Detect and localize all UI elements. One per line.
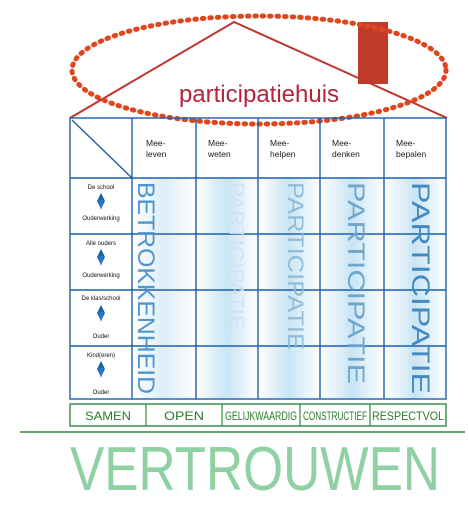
vertical-word-participatie-2: PARTICIPATIE [225, 182, 247, 330]
value-constructief: CONSTRUCTIEF [303, 409, 367, 423]
column-header-4: Mee-denken [332, 138, 360, 159]
value-open: OPEN [164, 409, 204, 423]
column-header-2: Mee-weten [207, 138, 231, 159]
house-title: participatiehuis [179, 81, 339, 108]
column-headers: Mee-leven Mee-weten Mee-helpen Mee-denke… [146, 138, 427, 159]
row-labels: De school Ouderwerking Alle ouders Ouder… [81, 185, 120, 396]
value-samen: SAMEN [85, 409, 131, 423]
value-respectvol: RESPECTVOL [372, 409, 444, 423]
column-header-3: Mee-helpen [270, 138, 296, 159]
values-row: SAMEN OPEN GELIJKWAARDIG CONSTRUCTIEF RE… [69, 403, 447, 427]
row-label-2-top: Alle ouders [86, 241, 116, 247]
roof [69, 20, 448, 119]
column-header-5: Mee-bepalen [396, 138, 427, 159]
arrow-icon [98, 256, 104, 266]
row-label-4-bottom: Ouder [93, 390, 110, 396]
row-label-1-top: De school [88, 185, 115, 191]
vertical-word-participatie-4: PARTICIPATIE [342, 182, 369, 384]
row-label-3-top: De klas/school [81, 296, 120, 302]
column-shading [132, 178, 446, 399]
column-header-1: Mee-leven [146, 138, 167, 159]
arrow-icon [98, 368, 104, 378]
chimney [358, 22, 388, 84]
grid [69, 117, 447, 400]
row-label-2-bottom: Ouderwerking [82, 273, 119, 279]
arrow-icon [98, 200, 104, 210]
row-label-4-top: Kind(eren) [87, 353, 115, 359]
corner-diagonal [71, 119, 133, 179]
vertical-words: BETROKKENHEID PARTICIPATIE PARTICIPATIE … [132, 182, 434, 394]
row-label-3-bottom: Ouder [93, 334, 110, 340]
vertical-word-participatie-3: PARTICIPATIE [283, 182, 308, 350]
value-gelijkwaardig: GELIJKWAARDIG [225, 409, 297, 423]
row-label-1-bottom: Ouderwerking [82, 216, 119, 222]
foundation-word: VERTROUWEN [70, 435, 440, 504]
dotted-ellipse [69, 13, 449, 127]
vertical-word-betrokkenheid: BETROKKENHEID [132, 182, 159, 394]
arrow-icon [98, 312, 104, 322]
vertical-word-participatie-5: PARTICIPATIE [406, 182, 434, 394]
